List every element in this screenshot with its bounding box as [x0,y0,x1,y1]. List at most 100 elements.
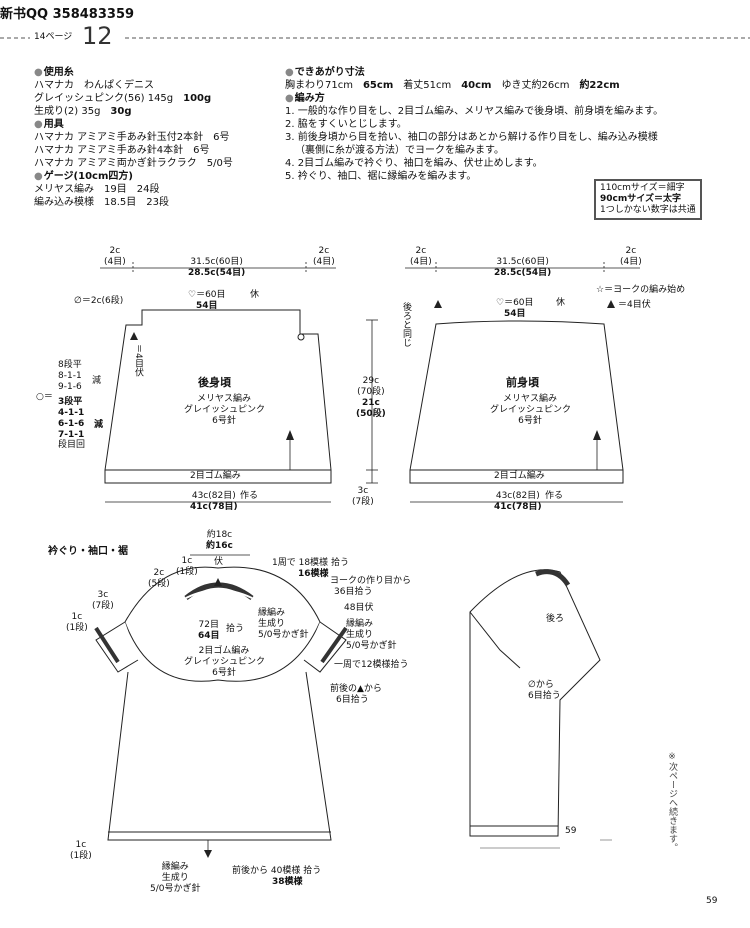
front-top-width: 31.5c(60目)28.5c(54目) [494,257,551,279]
method-step-4: 4. 2目ゴム編みで衿ぐり、袖口を編み、伏せ止めします。 [285,158,543,169]
neck-rib-dim: 2c(5段) [148,568,170,590]
back-left-4m: (4目) [104,257,126,267]
footer-page-number: 59 [706,896,718,906]
sleeve-rib-dim: 3c(7段) [92,590,114,612]
dec-110-2: 8-1-1 [58,371,82,381]
back-bot-90: 41c(78目) [190,502,238,512]
front-rib: 2目ゴム編み [494,471,545,481]
hem-edge-2: 生成り [161,873,189,883]
back-kyu: 休 [250,290,260,300]
front-top-110: 31.5c(60目) [496,257,549,267]
chest-90: 65cm [362,80,394,91]
yoke-rib-1: 2目ゴム編み [198,646,250,656]
back-tsukuru: 作る [240,491,259,501]
hem-edge-1: 縁編み [161,862,189,872]
legend-common: 1つしかない数字は共通 [600,205,696,215]
front-back-pickup-2: 6目拾う [336,695,369,705]
hem-edge-3: 5/0号かぎ針 [150,884,201,894]
front-bot-90: 41c(78目) [494,502,542,512]
front-right-2c: 2c [625,246,637,256]
dec-90-2: 4-1-1 [58,408,85,418]
back-sub-3: 6号針 [212,416,236,426]
neck-edge-dim: 1c(1段) [176,556,198,578]
neck-pickup-hirou: 拾う [330,558,349,568]
front-bot-110: 43c(82目) [495,491,540,501]
hem-pickup: 前後から 40模様 拾う [232,866,321,877]
back-heart-110: ♡＝60目 [188,290,226,300]
front-bottom-width: 43c(82目)41c(78目) [494,491,542,513]
back-bottom-width: 43c(82目)41c(78目) [190,491,238,513]
yoke-rib-2: グレイッシュピンク [184,657,266,667]
dec-90-1: 3段平 [58,397,83,407]
sleeve-edge-dim: 1c(1段) [66,612,88,634]
back-left-margin: 2c(4目) [104,246,126,268]
yarn-brand: ハマナカ わんぱくデニス [34,80,154,91]
method-step-5: 5. 衿ぐり、袖口、裾に縁編みを編みます。 [285,171,477,182]
size-line: 胸まわり71cm 65cm 着丈51cm 40cm ゆき丈約26cm 約22cm [285,79,663,92]
back-sub-2: グレイッシュピンク [184,405,266,415]
front-top-90: 28.5c(54目) [494,268,552,278]
yoke-shape [94,566,348,841]
yoke-rib-3: 6号針 [212,668,236,678]
side-phi-1: ∅から [528,680,554,690]
back-body-shape [104,309,332,484]
method-step-1: 1. 一般的な作り目をし、2目ゴム編み、メリヤス編みで後身頃、前身頃を編みます。 [285,106,664,117]
dec-110-3: 9-1-6 [58,382,82,392]
hem-pickup-from: 前後から [232,866,269,876]
front-left-4m: (4目) [410,257,432,267]
bind-off-48: 48目伏 [344,603,374,613]
gauge-1: メリヤス編み 19目 24段 [34,184,160,195]
size-method-block: できあがり寸法 胸まわり71cm 65cm 着丈51cm 40cm ゆき丈約26… [285,66,663,183]
length-90: 40cm [461,80,492,91]
back-circle: ○＝ [36,392,53,402]
hem-pickup-90: 38模様 [272,877,303,887]
hem-edge-rows: (1段) [70,851,92,861]
back-left-2c: 2c [109,246,121,256]
tool-2: ハマナカ アミアミ手あみ針4本針 6号 [34,145,210,156]
neck-edge-2: 生成り [258,619,286,629]
front-left-2c: 2c [415,246,427,256]
chest-110: 胸まわり71cm [285,80,353,91]
back-title: 後身頃 [198,376,231,389]
height-110: 29c [362,376,380,386]
back-rib: 2目ゴム編み [190,471,241,481]
back-gen-2: 減 [94,420,104,430]
hem-edge-dim: 1c(1段) [70,840,92,862]
rib-height-rows: (7段) [352,497,374,507]
yoke-hirou: 拾う [226,624,245,634]
back-times: 段目回 [58,440,86,450]
tools-title: 用具 [34,118,233,131]
dec-90-3: 6-1-6 [58,419,85,429]
yoke-cast-on-1: ヨークの作り目から [330,576,412,586]
yarn-gray-110: グレイッシュピンク(56) 145g [34,93,174,104]
length-110: 着丈51cm [403,80,452,91]
front-back-pickup-1: 前後の▲から [330,684,382,694]
front-sub-1: メリヤス編み [502,394,557,404]
back-bot-110: 43c(82目) [191,491,236,501]
side-page-num: 59 [565,826,577,836]
method-step-3b: （裏側に糸が渡る方法）でヨークを編みます。 [295,145,504,156]
size-legend: 110cmサイズ＝細字 90cmサイズ＝太字 1つしかない数字は共通 [594,179,702,220]
front-heart-90: 54目 [504,309,526,319]
dec-110-1: 8段平 [58,360,82,370]
sleeve-edge-1: 縁編み [346,619,374,629]
neck-edge-c: 1c [181,556,193,566]
back-sub-1: メリヤス編み [196,394,251,404]
sleeve-rib-rows: (7段) [92,601,114,611]
gauge-2: 編み込み模様 18.5目 23段 [34,197,169,208]
qq-header: 新书QQ 358483359 [0,7,135,22]
front-sub-3: 6号針 [518,416,542,426]
hem-edge-c: 1c [75,840,87,850]
gauge-title: ゲージ(10cm四方) [34,170,233,183]
front-kyu: 休 [556,298,566,308]
front-left-margin: 2c(4目) [410,246,432,268]
yarn-gray-90: 100g [183,93,212,104]
